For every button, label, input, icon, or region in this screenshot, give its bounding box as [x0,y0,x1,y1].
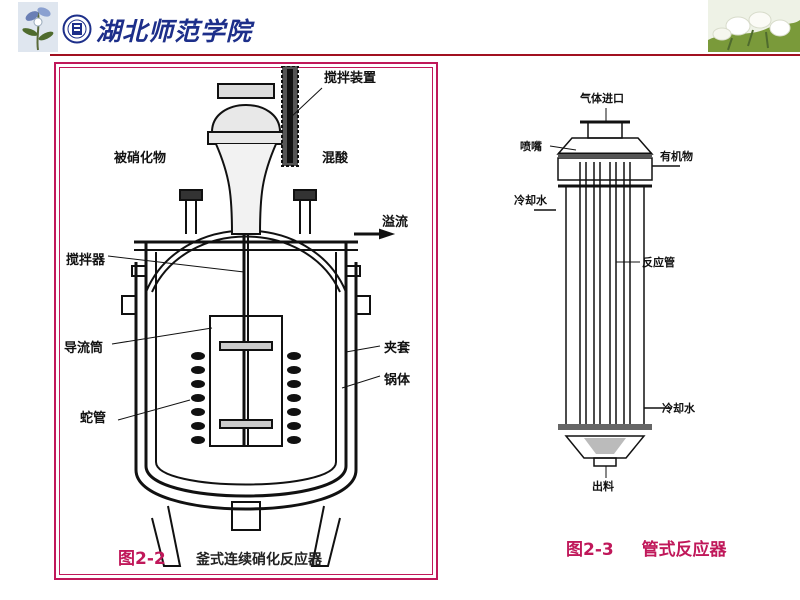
label-draft-tube: 导流筒 [64,340,103,356]
stirred-tank-reactor-diagram: 搅拌装置 被硝化物 混酸 溢流 搅拌器 导流筒 夹套 锅体 蛇管 [64,66,411,567]
figure-2-3-number: 图2-3 [566,540,614,560]
tulip-photo-icon [708,0,800,52]
slide-header: 湖北师范学院 [0,0,800,56]
label-jacket: 夹套 [384,340,411,356]
label-mixed-acid: 混酸 [322,150,349,166]
label-gas-inlet: 气体进口 [579,91,624,105]
label-discharge: 出料 [592,479,614,493]
label-overflow: 溢流 [382,214,408,230]
figure-2-2-number: 图2-2 [118,549,166,569]
label-agitator: 搅拌器 [66,252,106,268]
figure-2-3-title: 管式反应器 [641,540,727,560]
label-nitrated-material: 被硝化物 [113,150,166,166]
label-vessel-body: 锅体 [384,372,411,388]
university-name: 湖北师范学院 [96,17,253,46]
label-nozzle: 喷嘴 [520,139,542,153]
university-logo-icon [62,14,92,44]
figure-2-2-title: 釜式连续硝化反应器 [196,552,322,568]
label-cooling-water-bottom: 冷却水 [662,401,696,415]
label-organic-matter: 有机物 [660,149,693,163]
label-stirring-device: 搅拌装置 [324,70,376,86]
flower-decoration-icon [18,2,58,52]
label-cooling-water-top: 冷却水 [514,193,548,207]
header-divider [50,54,800,56]
tubular-reactor-diagram: 气体进口 喷嘴 有机物 冷却水 反应管 冷却水 出料 [514,91,696,493]
label-reaction-tube: 反应管 [642,255,675,269]
label-coil-pipe: 蛇管 [80,410,106,426]
figure-2-3-caption: 图2-3 管式反应器 [566,535,727,560]
